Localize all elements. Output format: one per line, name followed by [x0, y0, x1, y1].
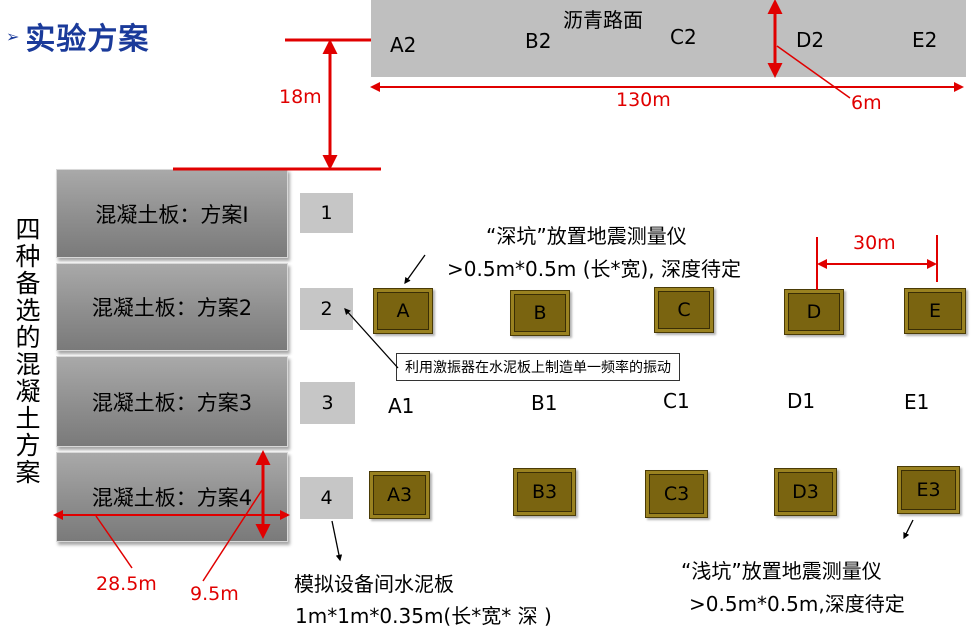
shallow-pit-a3: A3	[369, 471, 430, 519]
road-point-d2: D2	[796, 28, 825, 52]
shallow-pit-b3: B3	[513, 468, 576, 516]
model-slab-note-arrow	[331, 520, 343, 562]
asphalt-road: 沥青路面 A2 B2 C2 D2 E2	[371, 0, 966, 77]
road-width-leader	[776, 45, 851, 99]
bullet-arrow-icon: ➢	[6, 26, 20, 46]
vibration-callout-arrow	[344, 308, 399, 369]
road-point-b2: B2	[525, 29, 552, 53]
shallow-pit-note-title: “浅坑”放置地震测量仪	[681, 559, 882, 583]
slab-option-4: 混凝土板：方案4	[56, 452, 288, 542]
deep-pit-c: C	[654, 287, 714, 333]
point-d1: D1	[787, 389, 816, 413]
dim-setback-label: 18m	[279, 86, 322, 108]
slab-number-1: 1	[300, 193, 353, 233]
deep-pit-d: D	[784, 289, 844, 335]
road-point-a2: A2	[390, 33, 417, 57]
point-a1: A1	[388, 394, 415, 418]
slab-length-leader	[95, 515, 133, 569]
model-slab-note-title: 模拟设备间水泥板	[294, 572, 454, 596]
shallow-pit-c3: C3	[645, 470, 708, 518]
vibration-callout: 利用激振器在水泥板上制造单一频率的振动	[396, 353, 680, 381]
dim-slab-width-label: 9.5m	[190, 583, 239, 605]
slab-option-3: 混凝土板：方案3	[56, 356, 288, 447]
point-c1: C1	[663, 389, 690, 413]
deep-pit-note-arrow	[404, 254, 426, 285]
shallow-pit-note-size: >0.5m*0.5m,深度待定	[689, 592, 905, 616]
slab-option-1: 混凝土板：方案I	[56, 169, 288, 258]
dim-slab-length-label: 28.5m	[96, 573, 157, 595]
point-e1: E1	[904, 390, 930, 414]
road-label: 沥青路面	[563, 8, 643, 32]
slab-option-2: 混凝土板：方案2	[56, 263, 288, 351]
road-point-c2: C2	[670, 25, 697, 49]
slab-width-leader	[202, 489, 263, 582]
deep-pit-e: E	[904, 288, 966, 334]
road-point-e2: E2	[912, 28, 938, 52]
deep-pit-a: A	[373, 288, 433, 334]
dim-road-length-label: 130m	[616, 89, 671, 111]
deep-pit-note-size: >0.5m*0.5m (长*宽), 深度待定	[447, 257, 742, 281]
deep-pit-note-title: “深坑”放置地震测量仪	[486, 224, 687, 248]
dim-pit-spacing-label: 30m	[853, 232, 896, 254]
model-slab-note-size: 1m*1m*0.35m(长*宽* 深 )	[295, 604, 552, 628]
slab-number-4: 4	[300, 477, 353, 519]
dim-road-offset-label: 6m	[851, 92, 882, 114]
point-b1: B1	[531, 391, 558, 415]
title-text: 实验方案	[25, 22, 150, 57]
shallow-pit-d3: D3	[774, 468, 837, 516]
page-title: ➢ 实验方案	[6, 14, 149, 58]
shallow-pit-e3: E3	[897, 466, 960, 514]
vertical-title: 四种备选的混凝土方案	[12, 216, 41, 486]
slab-number-3: 3	[300, 382, 355, 424]
shallow-pit-note-arrow	[903, 519, 914, 540]
deep-pit-b: B	[510, 290, 570, 336]
